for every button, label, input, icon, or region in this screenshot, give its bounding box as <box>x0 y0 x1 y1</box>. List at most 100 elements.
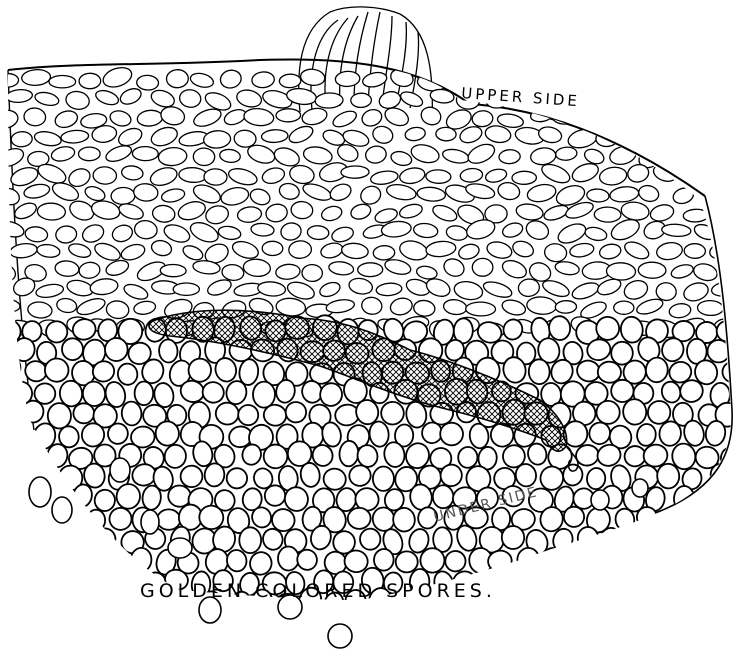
tissue-cell <box>275 263 301 280</box>
tissue-cell <box>436 127 457 141</box>
tissue-cell <box>372 466 394 491</box>
tissue-cell <box>523 218 551 243</box>
tissue-cell <box>485 239 513 260</box>
tissue-cell <box>166 69 189 88</box>
tissue-cell <box>504 571 528 595</box>
tissue-cell <box>101 64 135 90</box>
tissue-cell <box>290 201 313 220</box>
tissue-cell <box>501 221 525 240</box>
tissue-cell <box>708 340 730 362</box>
tissue-cell <box>594 87 620 109</box>
tissue-cell <box>443 298 468 316</box>
tissue-cell <box>67 241 92 259</box>
tissue-cell <box>278 182 301 202</box>
tissue-cell <box>55 225 78 244</box>
tissue-cell <box>280 221 303 241</box>
tissue-cell <box>561 589 585 613</box>
tissue-cell <box>708 242 733 261</box>
tissue-cell <box>500 257 529 281</box>
tissue-cell <box>80 222 107 246</box>
tissue-cell <box>693 67 720 90</box>
tissue-cell <box>54 260 79 277</box>
tissue-cell <box>179 167 208 183</box>
tissue-cell <box>62 338 84 361</box>
tissue-cell <box>108 109 132 129</box>
tissue-cell <box>104 258 130 278</box>
tissue-cell <box>711 127 737 149</box>
tissue-cell <box>677 90 707 111</box>
tissue-cell <box>238 404 259 426</box>
tissue-cell <box>697 300 723 316</box>
tissue-cell <box>512 171 537 184</box>
tissue-cell <box>661 223 691 237</box>
tissue-cell <box>655 550 682 577</box>
tissue-cell <box>94 88 120 107</box>
tissue-cell <box>21 443 46 470</box>
tissue-cell <box>203 130 231 149</box>
tissue-cell <box>466 302 496 316</box>
tissue-cell <box>287 123 316 146</box>
tissue-cell <box>610 72 635 91</box>
tissue-cell <box>348 508 371 529</box>
tissue-cell <box>598 242 622 260</box>
tissue-cell <box>457 446 478 468</box>
tissue-cell <box>89 277 119 296</box>
tissue-cell <box>339 440 360 467</box>
tissue-cell <box>302 145 333 166</box>
tissue-cell <box>457 242 481 261</box>
tissue-cell <box>555 146 577 161</box>
tissue-cell <box>79 73 101 89</box>
tissue-cell <box>288 240 312 259</box>
tissue-cell <box>595 128 620 148</box>
loose-spore <box>110 458 130 482</box>
tissue-cell <box>150 239 173 258</box>
tissue-cell <box>118 86 144 107</box>
tissue-cell <box>577 572 598 595</box>
tissue-cell <box>708 508 733 532</box>
tissue-cell <box>239 527 261 553</box>
tissue-cell <box>578 69 609 93</box>
tissue-cell <box>121 165 144 181</box>
tissue-cell <box>371 124 395 146</box>
tissue-cell <box>586 467 607 490</box>
tissue-cell <box>527 570 550 596</box>
tissue-cell <box>614 301 634 314</box>
loose-spore <box>52 497 72 523</box>
tissue-cell <box>570 280 601 302</box>
tissue-cell <box>21 524 50 554</box>
tissue-cell <box>163 443 188 469</box>
tissue-cell <box>251 223 275 237</box>
tissue-cell <box>692 261 719 283</box>
loose-spore <box>141 510 159 534</box>
tissue-cell <box>158 339 178 363</box>
tissue-cell <box>135 382 154 406</box>
tissue-cell <box>637 109 665 124</box>
tissue-cell <box>584 225 608 242</box>
tissue-cell <box>0 297 21 313</box>
tissue-cell <box>548 315 571 341</box>
tissue-cell <box>92 527 116 551</box>
tissue-cell <box>710 206 739 226</box>
tissue-cell <box>64 90 90 112</box>
tissue-cell <box>711 280 740 298</box>
tissue-cell <box>12 590 37 617</box>
tissue-cell <box>704 164 734 186</box>
tissue-cell <box>69 527 95 552</box>
tissue-cell <box>189 71 215 89</box>
tissue-cell <box>722 361 741 382</box>
tissue-cell <box>341 242 369 260</box>
tissue-cell <box>0 261 18 284</box>
tissue-cell <box>0 488 22 510</box>
tissue-cell <box>142 485 162 511</box>
tissue-cell <box>219 148 241 163</box>
tissue-cell <box>609 547 634 572</box>
tissue-cell <box>301 181 333 204</box>
tissue-cell <box>392 507 416 532</box>
tissue-cell <box>537 590 561 616</box>
tissue-cell <box>695 527 723 553</box>
tissue-cell <box>133 183 159 202</box>
tissue-cell <box>221 263 245 281</box>
tissue-cell <box>288 163 316 185</box>
tissue-cell <box>587 547 607 572</box>
tissue-cell <box>622 278 650 303</box>
